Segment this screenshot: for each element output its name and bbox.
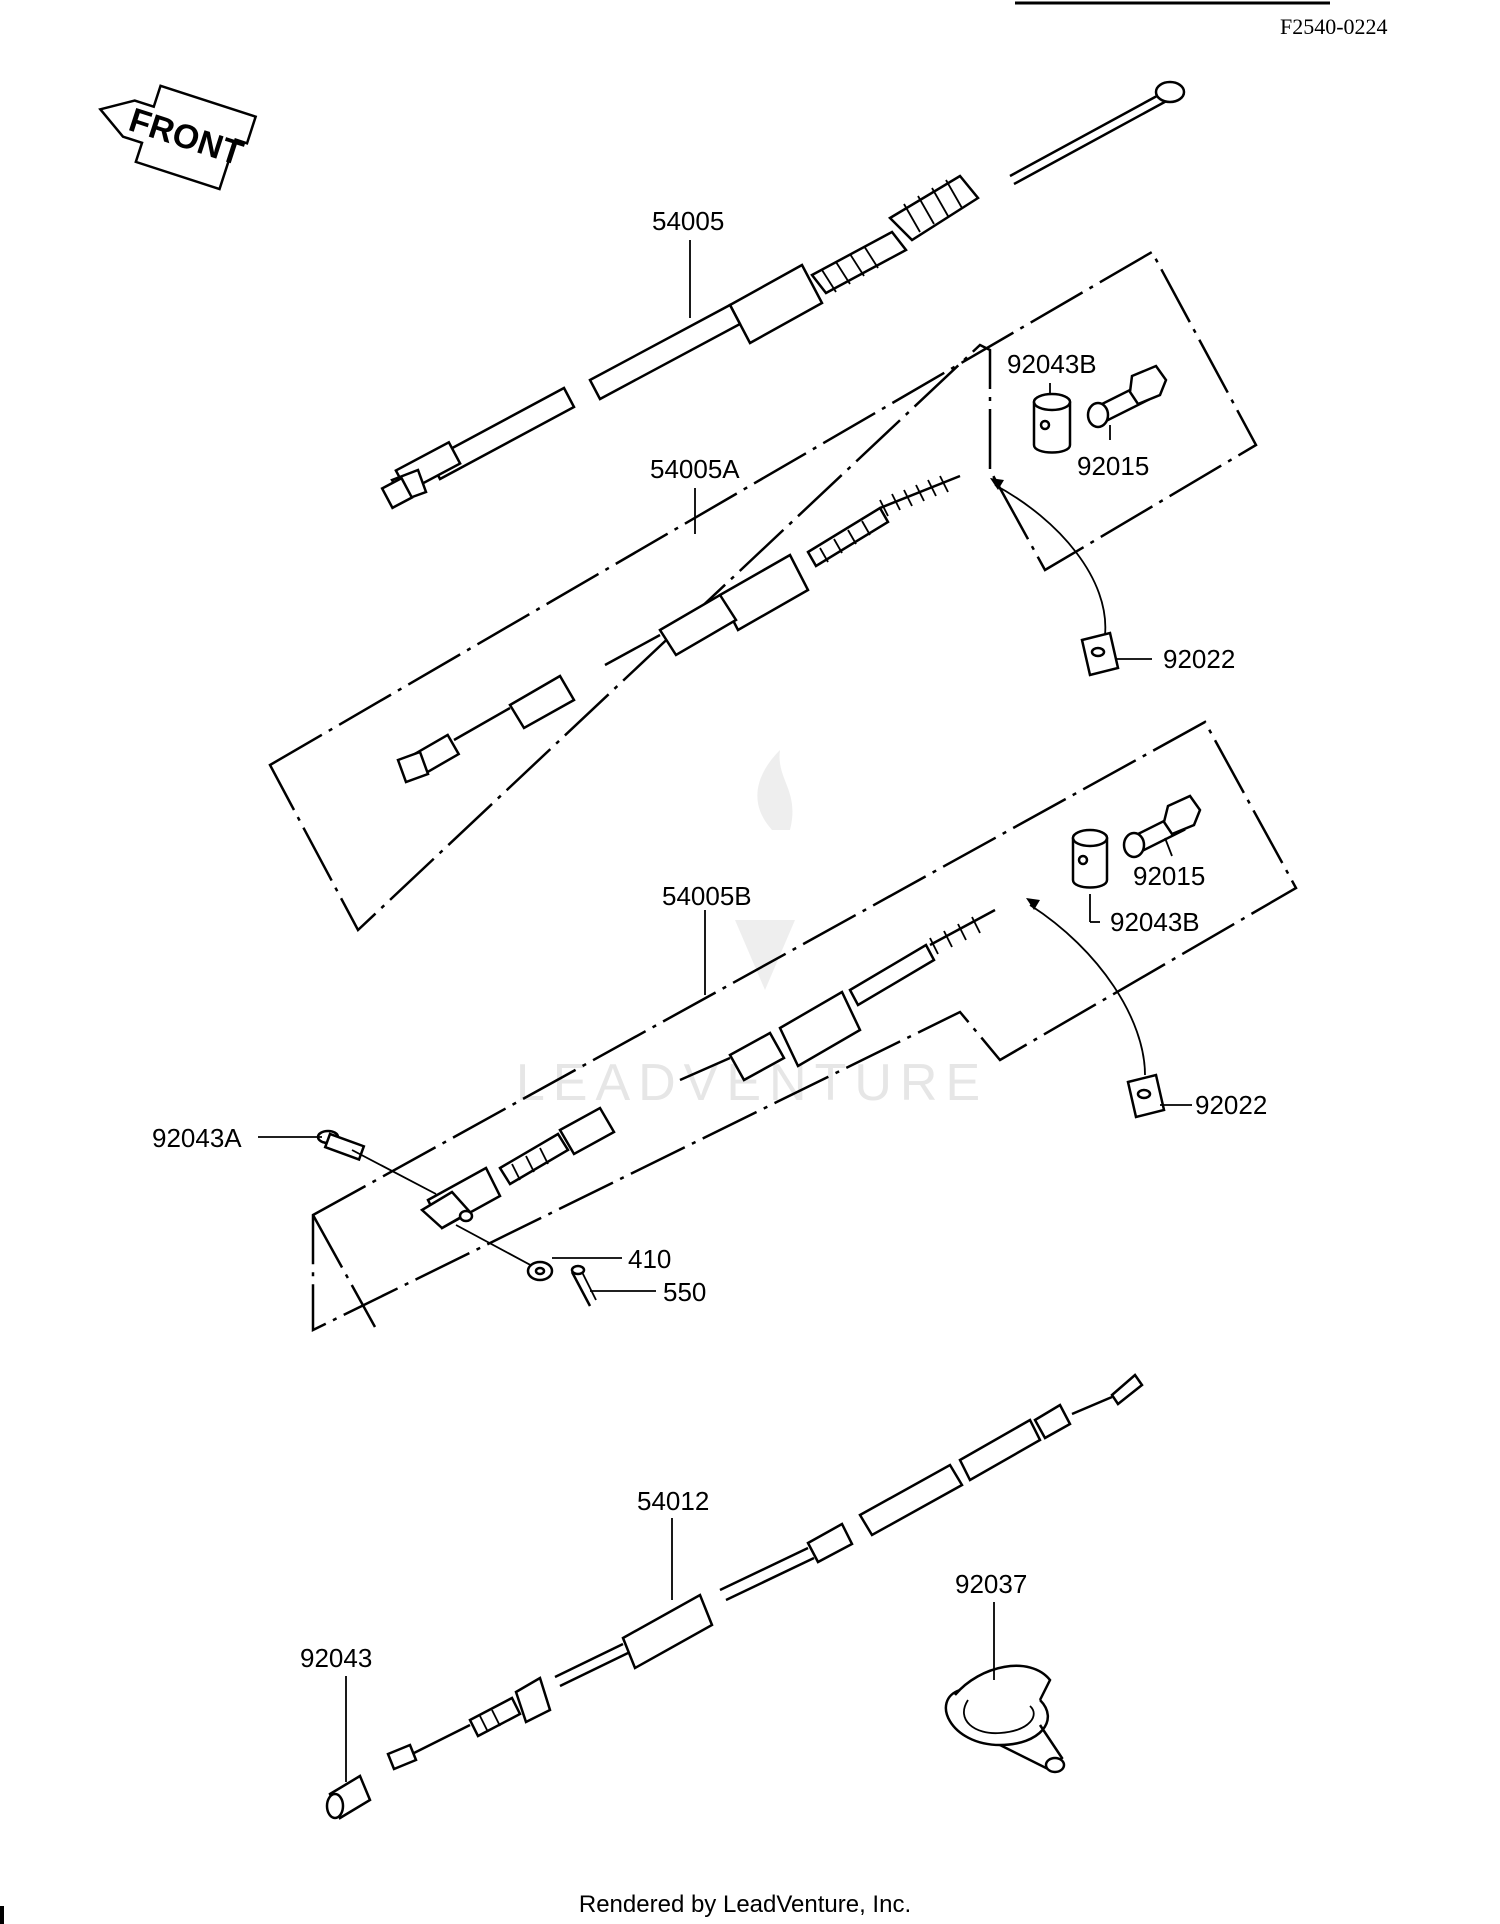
footer-credit: Rendered by LeadVenture, Inc.	[579, 1891, 911, 1918]
callout-92043a: 92043A	[152, 1123, 242, 1153]
assembly-box-1	[268, 250, 1258, 933]
callout-92015-mid: 92015	[1133, 861, 1205, 891]
callout-92043b-mid: 92043B	[1110, 907, 1200, 937]
callout-92043: 92043	[300, 1643, 372, 1673]
adjuster-nut-top	[1032, 392, 1072, 454]
callout-92022-top: 92022	[1163, 644, 1235, 674]
callout-92043b-top: 92043B	[1007, 349, 1097, 379]
clevis-pin	[316, 1129, 366, 1162]
callout-92037: 92037	[955, 1569, 1027, 1599]
bracket-top	[1080, 631, 1120, 677]
cable-54005	[380, 80, 1186, 510]
callout-92022-mid: 92022	[1195, 1090, 1267, 1120]
bolt-mid	[1122, 794, 1202, 859]
washer-410	[526, 1260, 554, 1282]
clamp-92037	[944, 1664, 1066, 1774]
callout-54005a: 54005A	[650, 454, 740, 484]
edge-mark	[0, 1906, 4, 1924]
assembly-arrow-1	[994, 484, 1107, 636]
callout-54012: 54012	[637, 1486, 709, 1516]
assembly-arrow-2	[1029, 904, 1146, 1076]
leader-lines	[258, 240, 1192, 1782]
cable-54005b	[419, 908, 996, 1230]
callout-410: 410	[628, 1244, 671, 1274]
sleeve-92043	[325, 1774, 372, 1820]
adjuster-nut-mid	[1071, 828, 1109, 889]
callout-550: 550	[663, 1277, 706, 1307]
diagram-code: F2540-0224	[1280, 14, 1388, 39]
assembly-box-2	[311, 720, 1298, 1333]
cotter-pin-550	[570, 1264, 597, 1307]
callout-54005: 54005	[652, 206, 724, 236]
callout-92015-top: 92015	[1077, 451, 1149, 481]
bracket-mid	[1126, 1073, 1166, 1119]
front-arrow-icon: FRONT	[98, 84, 258, 191]
cable-54012	[386, 1373, 1144, 1771]
bolt-top	[1086, 364, 1168, 429]
cable-54005a	[396, 474, 961, 784]
callout-54005b: 54005B	[662, 881, 752, 911]
